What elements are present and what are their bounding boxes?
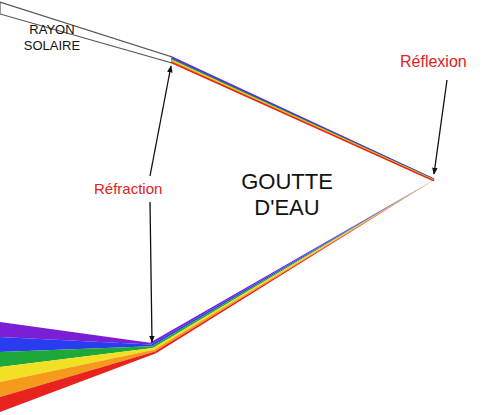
refraction-arrow [150,202,152,342]
light-beam [172,62,434,181]
light-beam [172,57,434,179]
light-beam [172,58,434,179]
water-drop: GOUTTE D'EAU [135,43,439,347]
rainbow-fan [0,351,156,412]
reflection-arrow [434,80,447,174]
rainbow-fan [0,350,155,397]
drop-label: GOUTTE D'EAU [227,169,347,222]
drop-circle [136,44,438,346]
light-beam [172,59,434,179]
refraction-label: Réfraction [94,180,162,198]
reflection-label: Réflexion [400,52,467,71]
light-beam [172,63,434,181]
light-beam [172,61,434,181]
ray-label: RAYON SOLAIRE [6,22,98,53]
light-beams [0,57,434,412]
refraction-arrow [150,66,171,176]
sun-ray [0,2,172,63]
